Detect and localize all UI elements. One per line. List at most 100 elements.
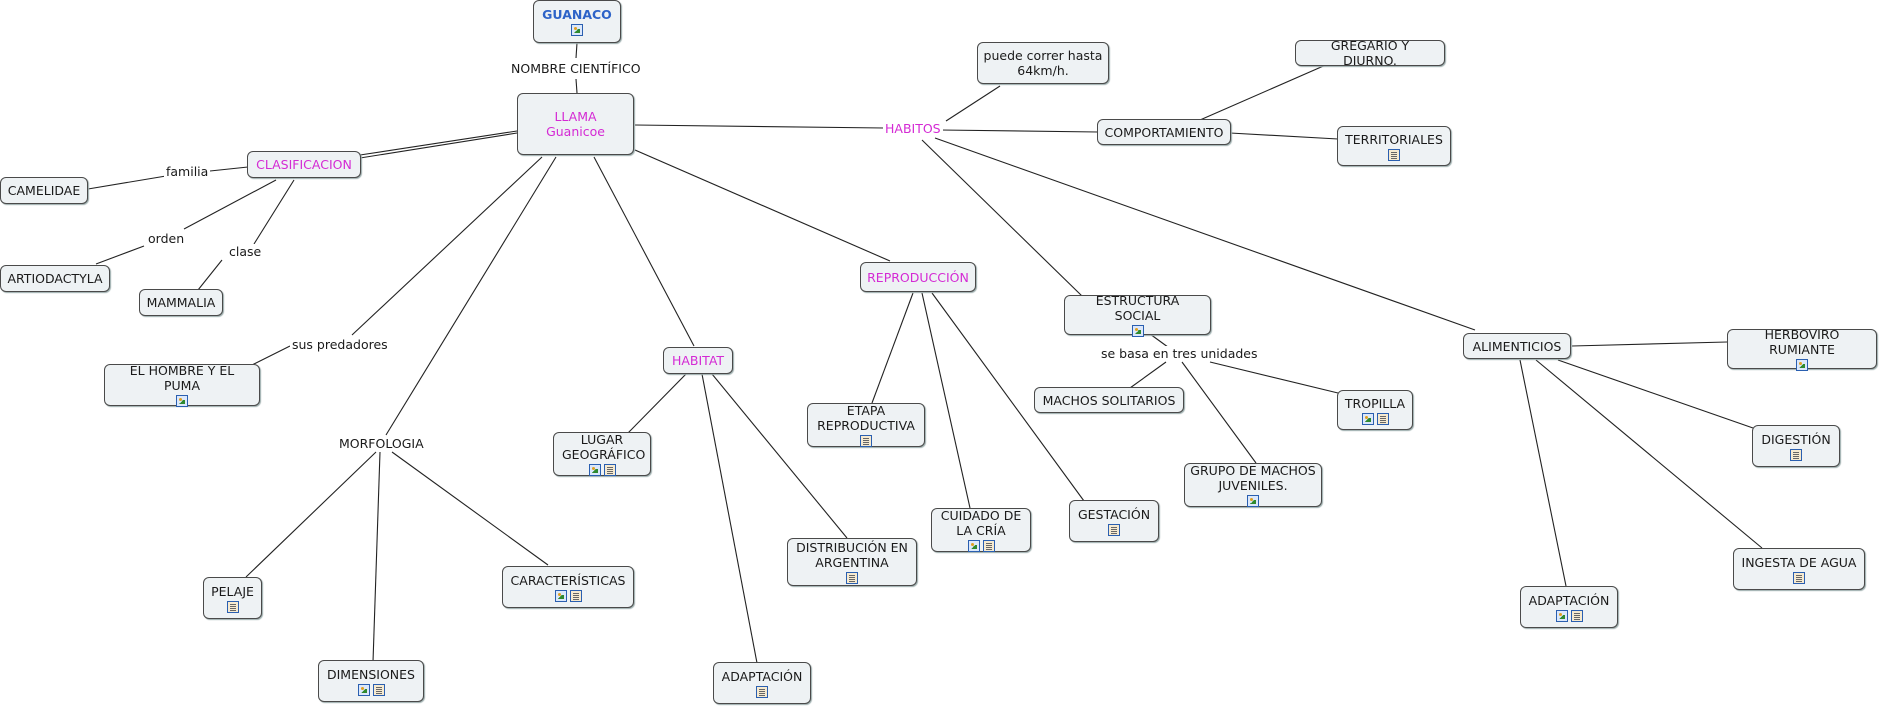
image-icon[interactable]: [1131, 325, 1144, 337]
node-alimenticios[interactable]: ALIMENTICIOS: [1463, 333, 1571, 359]
link-familia-camelidae: [87, 175, 167, 190]
link-clasificacion-familia: [209, 166, 249, 172]
link-comportamiento-territoriales: [1229, 132, 1339, 140]
node-puede-correr[interactable]: puede correr hasta 64km/h.: [977, 42, 1109, 84]
link-morfologia-caracteristicas: [391, 451, 549, 566]
link-unidades-tropilla: [1209, 361, 1339, 394]
link-clasificacion-orden: [183, 179, 277, 230]
node-adaptacion-alimenticios[interactable]: ADAPTACIÓN: [1520, 586, 1618, 628]
image-icon[interactable]: [588, 464, 601, 476]
document-icon[interactable]: [226, 600, 239, 613]
label-orden: orden: [146, 231, 187, 246]
image-icon[interactable]: [967, 540, 980, 552]
node-clasificacion[interactable]: CLASIFICACION: [247, 151, 361, 178]
link-habitos-correr: [945, 85, 1001, 122]
node-hombre-puma[interactable]: EL HOMBRE Y EL PUMA: [104, 363, 260, 407]
node-pelaje[interactable]: PELAJE: [203, 577, 262, 619]
node-comportamiento[interactable]: COMPORTAMIENTO: [1097, 119, 1231, 145]
node-digestion[interactable]: DIGESTIÓN: [1752, 425, 1840, 467]
node-territoriales[interactable]: TERRITORIALES: [1337, 126, 1451, 166]
link-habitos-comportamiento: [939, 129, 1099, 133]
node-gregario-diurno[interactable]: GREGARIO Y DIURNO.: [1295, 38, 1445, 68]
image-icon[interactable]: [571, 24, 583, 36]
label-familia: familia: [164, 164, 211, 179]
link-alimenticios-herboviro: [1571, 341, 1728, 347]
node-habitat[interactable]: HABITAT: [663, 347, 733, 374]
node-lugar-geografico[interactable]: LUGAR GEOGRÁFICO: [553, 432, 651, 476]
link-clase-mammalia: [197, 259, 223, 291]
node-etapa-reproductiva[interactable]: ETAPA REPRODUCTIVA: [807, 403, 925, 447]
link-unidades-machos: [1129, 361, 1167, 389]
document-icon[interactable]: [603, 464, 616, 476]
label-tres-unidades: se basa en tres unidades: [1099, 346, 1260, 361]
label-sus-predadores: sus predadores: [290, 337, 390, 352]
link-habitos-alimenticios: [934, 137, 1476, 331]
link-habitat-lugar: [627, 373, 687, 434]
node-artiodactyla[interactable]: ARTIODACTYLA: [0, 265, 110, 292]
document-icon[interactable]: [756, 685, 768, 698]
label-habitos: HABITOS: [883, 121, 943, 136]
document-icon[interactable]: [1108, 523, 1120, 536]
node-guanaco[interactable]: GUANACO: [533, 0, 621, 43]
link-unidades-grupo: [1181, 361, 1257, 464]
link-orden-artiodactyla: [95, 245, 145, 265]
image-icon[interactable]: [1247, 495, 1259, 507]
document-icon[interactable]: [982, 540, 995, 552]
document-icon[interactable]: [372, 683, 385, 696]
link-llama-reproduccion: [634, 149, 891, 262]
link-morfologia-dimensiones: [372, 451, 381, 663]
node-camelidae[interactable]: CAMELIDAE: [0, 177, 88, 204]
image-icon[interactable]: [1796, 359, 1808, 371]
document-icon[interactable]: [1388, 148, 1400, 161]
node-cuidado-cria[interactable]: CUIDADO DE LA CRÍA: [931, 508, 1031, 552]
image-icon[interactable]: [357, 683, 370, 696]
node-adaptacion-habitat[interactable]: ADAPTACIÓN: [713, 662, 811, 704]
link-llama-morfologia: [385, 156, 557, 436]
node-tropilla[interactable]: TROPILLA: [1337, 390, 1413, 430]
link-nombre-llama: [575, 78, 578, 94]
label-morfologia: MORFOLOGIA: [337, 436, 426, 451]
image-icon[interactable]: [1361, 412, 1374, 425]
link-alimenticios-ingesta: [1535, 359, 1763, 549]
link-alimenticios-digestion: [1557, 359, 1754, 429]
document-icon[interactable]: [846, 572, 858, 584]
image-icon[interactable]: [1555, 609, 1568, 622]
node-ingesta-agua[interactable]: INGESTA DE AGUA: [1733, 548, 1865, 590]
node-grupo-machos[interactable]: GRUPO DE MACHOS JUVENILES.: [1184, 463, 1322, 507]
link-reproduccion-gestacion: [931, 292, 1085, 502]
document-icon[interactable]: [1570, 609, 1583, 622]
document-icon[interactable]: [1793, 571, 1805, 584]
link-llama-predadores: [351, 156, 543, 336]
link-llama-habitos: [634, 124, 885, 129]
node-llama-guanicoe[interactable]: LLAMA Guanicoe: [517, 93, 634, 155]
node-reproduccion[interactable]: REPRODUCCIÓN: [860, 262, 976, 292]
node-herboviro-rumiante[interactable]: HERBOVIRO RUMIANTE: [1727, 327, 1877, 371]
node-caracteristicas[interactable]: CARACTERÍSTICAS: [502, 566, 634, 608]
link-llama-clasificacion: [359, 130, 518, 156]
document-icon[interactable]: [569, 589, 582, 602]
node-distribucion[interactable]: DISTRIBUCIÓN EN ARGENTINA: [787, 538, 917, 586]
document-icon[interactable]: [1790, 448, 1802, 461]
link-reproduccion-etapa: [871, 292, 914, 404]
document-icon[interactable]: [860, 435, 872, 447]
label-clase: clase: [227, 244, 264, 259]
image-icon[interactable]: [554, 589, 567, 602]
label-nombre-cientifico: NOMBRE CIENTÍFICO: [509, 61, 643, 76]
node-estructura-social[interactable]: ESTRUCTURA SOCIAL: [1064, 293, 1211, 337]
link-habitos-estructura: [921, 139, 1083, 297]
node-dimensiones[interactable]: DIMENSIONES: [318, 660, 424, 702]
image-icon[interactable]: [176, 395, 188, 407]
node-mammalia[interactable]: MAMMALIA: [139, 289, 223, 316]
link-morfologia-pelaje: [245, 451, 377, 578]
link-llama-clasificacion-2: [359, 132, 518, 159]
document-icon[interactable]: [1376, 412, 1389, 425]
link-comportamiento-gregario: [1199, 63, 1329, 121]
link-reproduccion-cuidado: [921, 292, 971, 509]
link-guanaco-nombre: [575, 42, 578, 59]
node-gestacion[interactable]: GESTACIÓN: [1069, 500, 1159, 542]
link-habitat-adaptacion: [701, 373, 758, 664]
node-machos-solitarios[interactable]: MACHOS SOLITARIOS: [1034, 387, 1184, 413]
link-alimenticios-adaptacion: [1519, 359, 1567, 587]
link-llama-habitat: [593, 156, 695, 347]
